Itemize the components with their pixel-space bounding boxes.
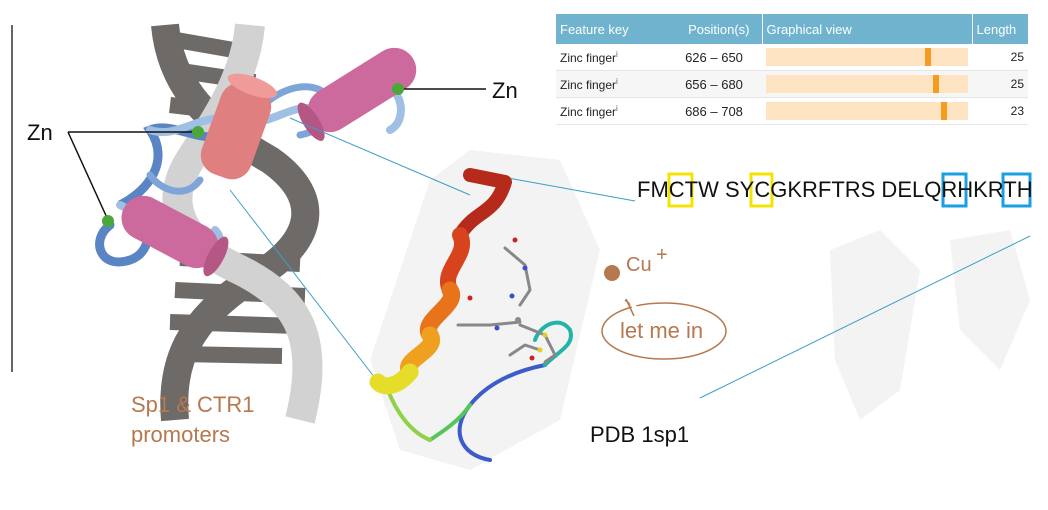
feature-bar-track bbox=[766, 75, 968, 93]
zinc-callouts bbox=[67, 83, 486, 227]
helix-cylinder-left bbox=[121, 195, 229, 277]
highlight-his-1 bbox=[941, 172, 968, 208]
feature-bar-track bbox=[766, 48, 968, 66]
speech-bubble bbox=[601, 298, 727, 360]
length-cell: 25 bbox=[972, 44, 1028, 71]
promoters-caption-line-2: promoters bbox=[131, 422, 231, 447]
zn-label-right: Zn bbox=[492, 78, 518, 103]
header-graphical-view[interactable]: Graphical view bbox=[761, 14, 972, 44]
helix-cylinders bbox=[121, 47, 417, 277]
feature-key-cell: Zinc fingeri bbox=[556, 97, 666, 125]
pdb-label: PDB 1sp1 bbox=[590, 422, 690, 447]
feature-table-header: Feature key Position(s) Graphical view L… bbox=[556, 14, 1028, 44]
feature-bar-track bbox=[766, 102, 968, 120]
graphical-view-cell bbox=[762, 70, 972, 98]
header-length[interactable]: Length bbox=[971, 14, 1028, 44]
feature-bar-marker[interactable] bbox=[932, 75, 939, 93]
zinc-atom-2 bbox=[102, 215, 114, 227]
graphical-view-cell bbox=[762, 44, 972, 71]
dna-strand-dark bbox=[151, 23, 320, 422]
table-row: Zinc fingeri 656 – 680 25 bbox=[556, 70, 1028, 98]
feature-key-cell: Zinc fingeri bbox=[556, 70, 666, 98]
background-ghost-shapes bbox=[370, 150, 1030, 470]
copper-ion-charge: + bbox=[656, 244, 668, 266]
info-icon[interactable]: i bbox=[616, 103, 618, 113]
zinc-finger-sequence: FMCTW SYCGKRFTRS DELQRHKRTH bbox=[637, 177, 1033, 202]
header-feature-key[interactable]: Feature key bbox=[556, 14, 666, 44]
info-icon[interactable]: i bbox=[616, 49, 618, 59]
table-row: Zinc fingeri 626 – 650 25 bbox=[556, 44, 1028, 71]
header-positions[interactable]: Position(s) bbox=[666, 14, 762, 44]
position-link[interactable]: 686 – 708 bbox=[666, 97, 762, 125]
highlight-cys-2 bbox=[749, 172, 774, 208]
zinc-atom-3 bbox=[392, 83, 404, 95]
position-link[interactable]: 656 – 680 bbox=[666, 70, 762, 98]
length-cell: 23 bbox=[972, 97, 1028, 125]
table-row: Zinc fingeri 686 – 708 23 bbox=[556, 97, 1028, 125]
zinc-finger-structure bbox=[369, 168, 573, 462]
graphical-view-cell bbox=[762, 97, 972, 125]
promoters-caption-line-1: Sp1 & CTR1 bbox=[131, 392, 255, 417]
length-cell: 25 bbox=[972, 70, 1028, 98]
highlight-his-2 bbox=[1001, 172, 1032, 208]
helix-cylinder-middle bbox=[200, 73, 278, 180]
zinc-atom-1 bbox=[192, 126, 204, 138]
copper-ion-label: Cu bbox=[626, 254, 652, 276]
feature-table: Feature key Position(s) Graphical view L… bbox=[556, 14, 1028, 125]
speech-bubble-text: let me in bbox=[620, 318, 704, 343]
position-link[interactable]: 626 – 650 bbox=[666, 44, 762, 71]
zn-label-left: Zn bbox=[27, 120, 53, 145]
helix-cylinder-right bbox=[297, 47, 417, 141]
info-icon[interactable]: i bbox=[616, 76, 618, 86]
feature-bar-marker[interactable] bbox=[924, 48, 931, 66]
feature-bar-marker[interactable] bbox=[940, 102, 947, 120]
residue-highlights bbox=[667, 172, 1032, 208]
highlight-cys-1 bbox=[667, 172, 694, 208]
connector-lines bbox=[229, 117, 1031, 399]
copper-ion bbox=[604, 265, 620, 281]
promoters-caption: Sp1 & CTR1 promoters bbox=[131, 390, 255, 450]
feature-key-cell: Zinc fingeri bbox=[556, 44, 666, 71]
